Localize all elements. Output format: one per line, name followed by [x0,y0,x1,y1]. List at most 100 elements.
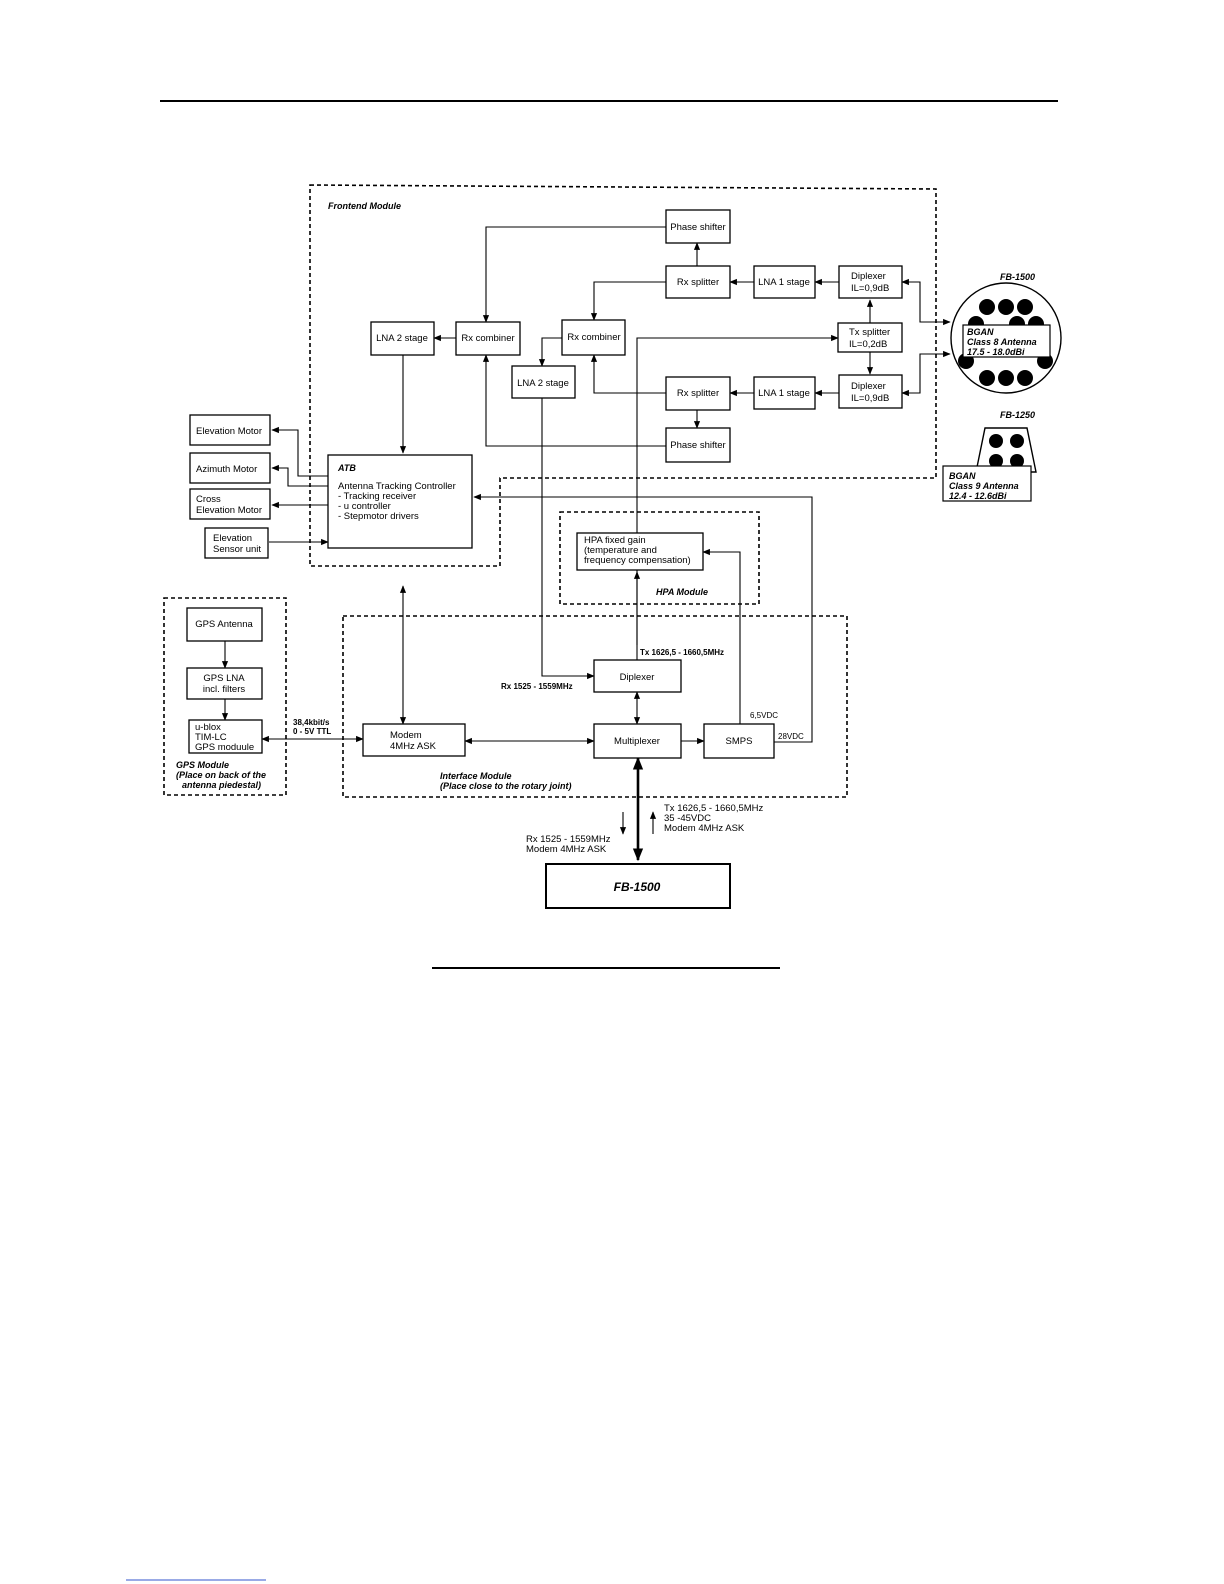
diplexer-top-label-1: Diplexer [851,271,886,282]
fb1250-antenna-label-2: Class 9 Antenna [949,481,1019,491]
smps-label: SMPS [726,736,753,747]
interface-module-title: Interface Module [440,771,512,781]
lna1-bottom-label: LNA 1 stage [758,388,810,399]
diplexer-bottom-label-2: IL=0,9dB [851,393,889,404]
phase-shifter-top-box: Phase shifter [665,209,731,244]
lna2-mid-box: LNA 2 stage [511,365,576,399]
gps-module-subtitle-2: antenna piedestal) [182,780,261,790]
elevation-sensor-box: Elevation Sensor unit [204,527,269,559]
rx-combiner-left-label: Rx combiner [461,333,514,344]
tx-splitter-label-1: Tx splitter [849,327,890,338]
diplexer-bottom-label-1: Diplexer [851,381,886,392]
atb-line-1: Antenna Tracking Controller [338,481,456,492]
gps-link-level: 0 - 5V TTL [293,727,331,736]
link-dip-bottom-antenna [901,350,951,397]
diplexer-interface-label: Diplexer [620,672,655,683]
gps-lna-label-2: incl. filters [203,684,245,695]
phase-shifter-bottom-label: Phase shifter [670,440,725,451]
fb1500-antenna-label-2: Class 8 Antenna [967,337,1037,347]
modem-label-2: 4MHz ASK [390,741,437,752]
multiplexer-label: Multiplexer [614,736,660,747]
ublox-label-3: GPS moduule [195,742,254,753]
link-dip-top-antenna [901,278,951,326]
cable-down-label-3: Modem 4MHz ASK [664,823,745,834]
fb1500-antenna-title: FB-1500 [1000,272,1035,282]
link-smps-hpa [702,548,741,724]
fb1250-antenna-label-3: 12.4 - 12.6dBi [949,491,1007,501]
fb1250-antenna-title: FB-1250 [1000,410,1035,420]
gps-module-border [163,597,287,796]
gps-antenna-label: GPS Antenna [195,619,253,630]
atb-line-4: - Stepmotor drivers [338,511,419,522]
modem-box: Modem 4MHz ASK [362,723,466,757]
tx-splitter-label-2: IL=0,2dB [849,339,887,350]
elevation-motor-box: Elevation Motor [189,414,271,446]
tx-splitter-box: Tx splitter IL=0,2dB [837,322,903,353]
lna1-bottom-box: LNA 1 stage [753,376,816,410]
fb1500-terminal-box: FB-1500 [545,863,731,909]
vdc-65-label: 6,5VDC [750,711,778,720]
rx-combiner-mid-box: Rx combiner [561,319,626,356]
fb1500-antenna-label-1: BGAN [967,327,994,337]
lna2-left-label: LNA 2 stage [376,333,428,344]
frontend-module-title: Frontend Module [328,201,401,211]
hpa-label-1: HPA fixed gain [584,535,646,546]
atb-line-2: - Tracking receiver [338,491,416,502]
atb-box: ATB Antenna Tracking Controller - Tracki… [327,454,473,549]
link-smps-atb [473,493,813,743]
lna1-top-box: LNA 1 stage [753,265,816,299]
gps-lna-label-1: GPS LNA [203,673,245,684]
link-phase-rxcomb-left [482,226,666,323]
lna1-top-label: LNA 1 stage [758,277,810,288]
azimuth-motor-label: Azimuth Motor [196,464,257,475]
diplexer-top-box: Diplexer IL=0,9dB [838,265,903,299]
ublox-label-2: TIM-LC [195,732,227,743]
fb1250-antenna-icon [942,427,1037,502]
rx-combiner-mid-label: Rx combiner [567,332,620,343]
smps-box: SMPS [703,723,775,759]
hpa-box: HPA fixed gain (temperature and frequenc… [576,532,704,571]
frontend-module-border [309,184,937,567]
link-atb-azimuth-motor [271,464,328,487]
multiplexer-box: Multiplexer [593,723,682,759]
interface-module-border [342,615,848,798]
phase-shifter-top-label: Phase shifter [670,222,725,233]
elevation-sensor-label-1: Elevation [213,533,252,544]
interface-module-subtitle: (Place close to the rotary joint) [440,781,572,791]
tx-band-label: Tx 1626,5 - 1660,5MHz [640,648,724,657]
ublox-label-1: u-blox [195,722,221,733]
fb1500-antenna-icon [950,282,1062,394]
cross-elevation-motor-box: Cross Elevation Motor [189,488,271,520]
cable-down-label-1: Tx 1626,5 - 1660,5MHz [664,803,764,814]
diplexer-top-label-2: IL=0,9dB [851,283,889,294]
phase-shifter-bottom-box: Phase shifter [665,427,731,463]
lna2-left-box: LNA 2 stage [370,321,435,356]
rx-splitter-bottom-label: Rx splitter [677,388,719,399]
rx-splitter-top-box: Rx splitter [665,265,731,299]
link-rxsplit-rxcomb-mid [590,281,666,321]
lna2-mid-label: LNA 2 stage [517,378,569,389]
link-rxsplit-rxcomb-mid-bottom [590,354,666,394]
gps-module-subtitle-1: (Place on back of the [176,770,266,780]
diplexer-bottom-box: Diplexer IL=0,9dB [838,374,903,409]
fb1500-terminal-label: FB-1500 [614,880,661,894]
hpa-label-3: frequency compensation) [584,555,691,566]
vdc-28-label: 28VDC [778,732,804,741]
hpa-module-border [559,511,760,605]
link-phase-rxcomb-left-bottom [482,354,666,447]
link-lna2-diplexer [541,398,595,680]
link-rxcomb-lna2-mid [538,337,562,367]
fb1250-antenna-label-1: BGAN [949,471,976,481]
azimuth-motor-box: Azimuth Motor [189,452,271,484]
cable-up-label-2: Modem 4MHz ASK [526,844,607,855]
cable-down-label-2: 35 -45VDC [664,813,711,824]
ublox-box: u-blox TIM-LC GPS moduule [188,719,263,754]
atb-title: ATB [337,463,356,473]
hpa-label-2: (temperature and [584,545,657,556]
rx-band-label: Rx 1525 - 1559MHz [501,682,573,691]
cross-elevation-motor-label-1: Cross [196,494,221,505]
gps-antenna-box: GPS Antenna [186,607,263,642]
rx-combiner-left-box: Rx combiner [455,321,521,356]
cross-elevation-motor-label-2: Elevation Motor [196,505,262,516]
